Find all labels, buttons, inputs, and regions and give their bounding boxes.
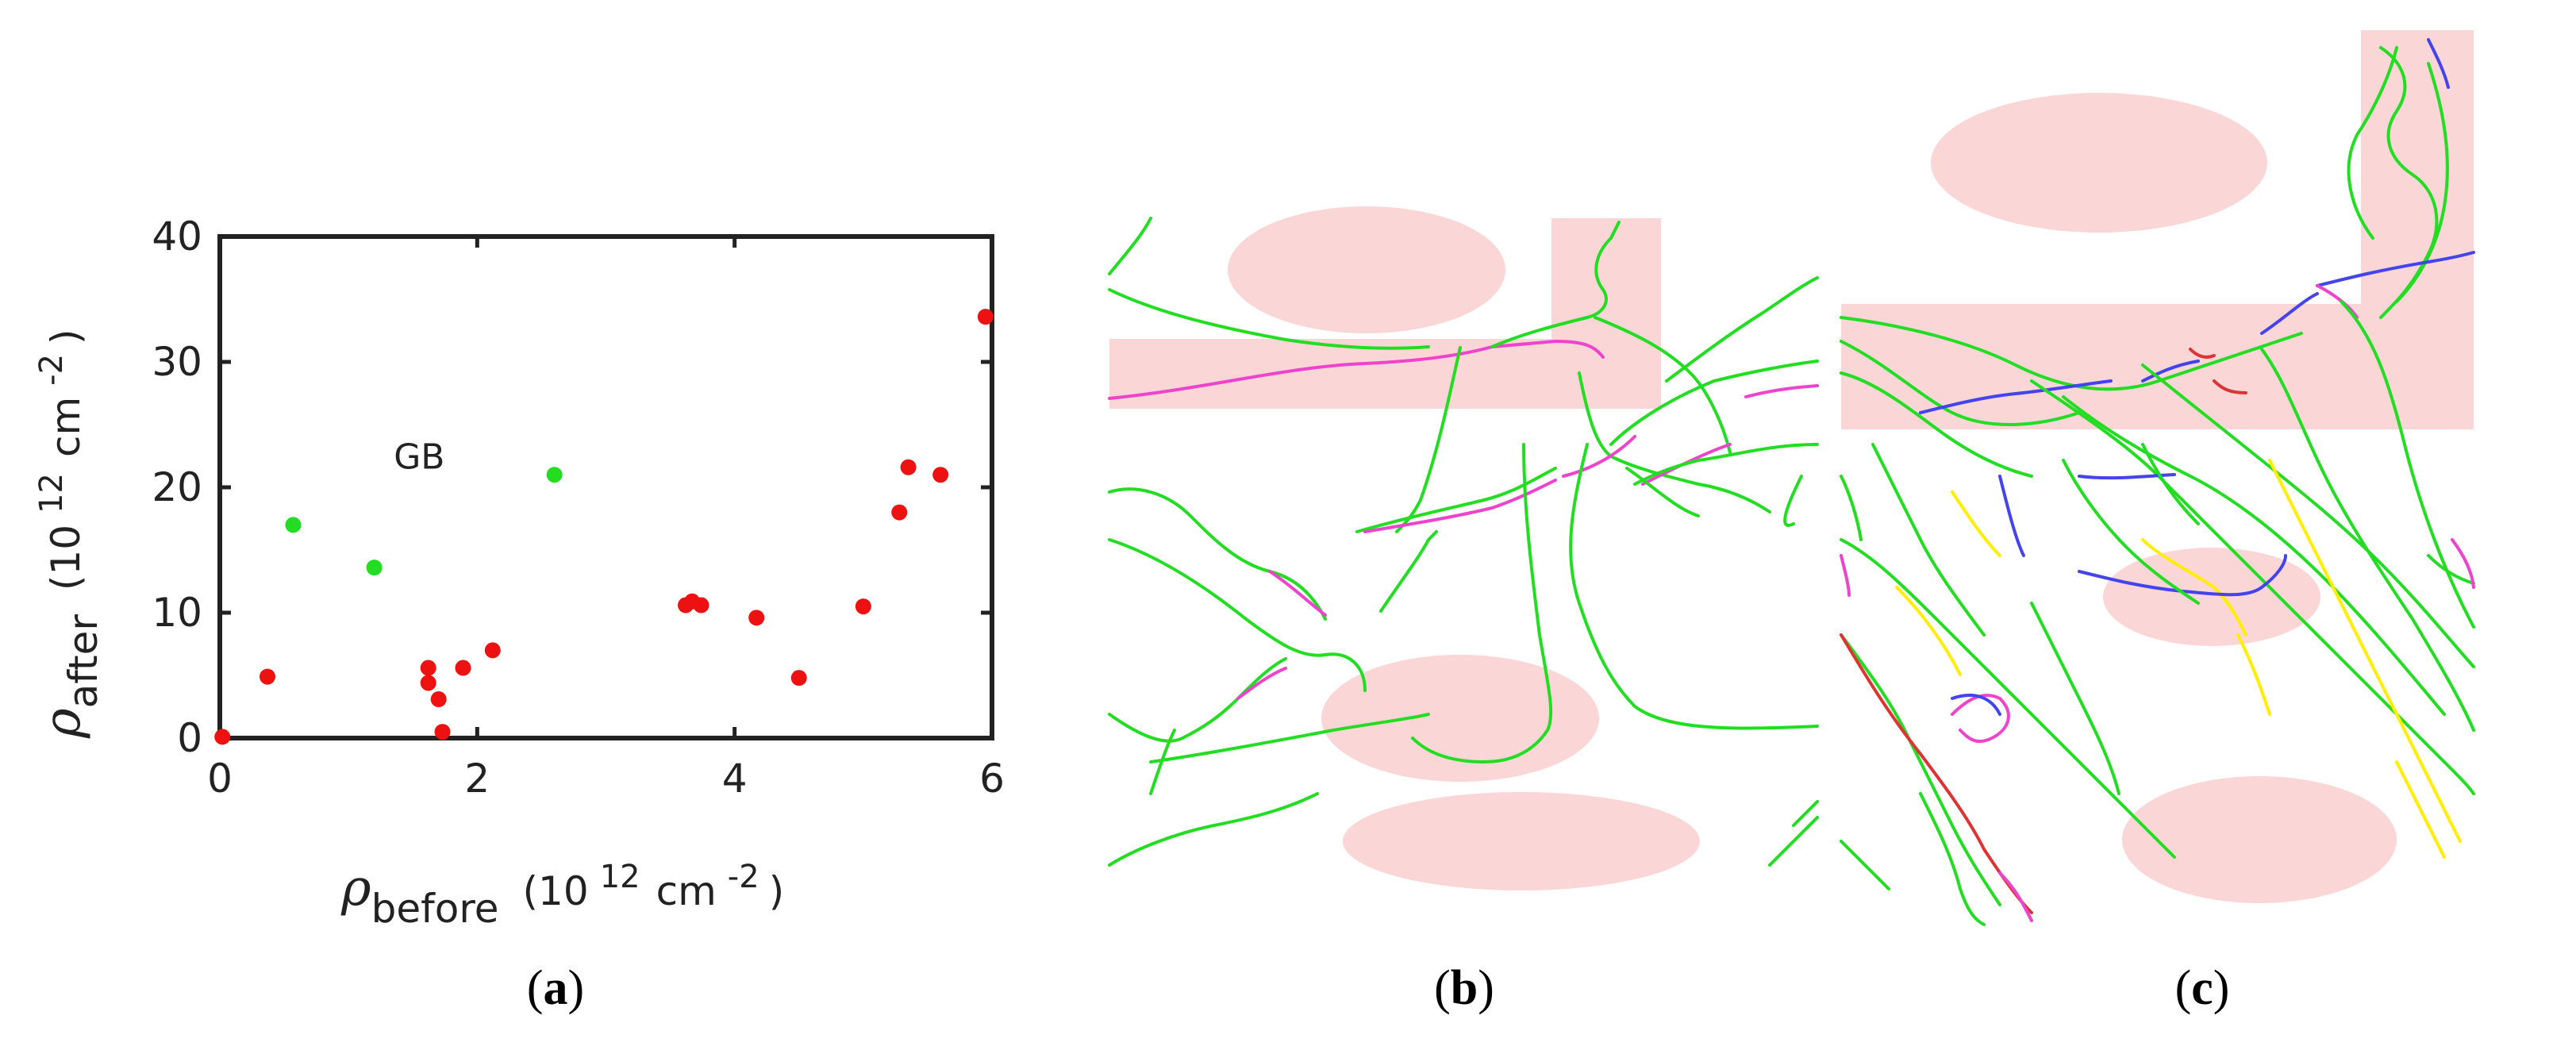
- scatter-point-series-2: [484, 642, 501, 659]
- scatter-point-series-2: [430, 691, 447, 708]
- y-tick-label: 0: [177, 715, 202, 761]
- y-tick-label: 10: [152, 590, 202, 636]
- panel-c-simulation: (c): [1840, 30, 2475, 1015]
- y-label-close: ): [43, 329, 89, 344]
- scatter-point-series-2: [260, 668, 276, 685]
- y-label-subscript: after: [60, 614, 106, 709]
- scatter-point-series-1: [366, 560, 383, 576]
- scatter-point-series-2: [434, 724, 451, 740]
- caption-c: (c): [2175, 961, 2230, 1015]
- dislocation-lines-c: [1840, 38, 2475, 926]
- obstacle-bar: [1551, 218, 1661, 409]
- obstacle-ellipse: [1343, 792, 1700, 890]
- y-label-unit-mid: cm: [43, 397, 89, 457]
- scatter-point-series-2: [891, 504, 908, 521]
- y-tick-label: 40: [152, 213, 202, 260]
- panel-b-simulation: (b): [1108, 206, 1819, 1015]
- obstacle-ellipse: [1931, 93, 2267, 233]
- caption-a-letter: a: [544, 961, 568, 1015]
- obstacle-bar: [2361, 30, 2474, 429]
- scatter-point-series-2: [693, 597, 709, 613]
- scatter-point-series-1: [546, 467, 563, 483]
- data-points: [214, 309, 994, 745]
- scatter-point-series-2: [855, 598, 871, 615]
- scatter-point-series-2: [790, 670, 807, 687]
- tick-marks: [217, 234, 994, 740]
- scatter-point-series-1: [285, 517, 302, 533]
- scatter-point-series-2: [748, 610, 765, 626]
- x-label-close: ): [769, 868, 785, 914]
- scatter-point-series-2: [455, 660, 471, 676]
- x-tick-label: 0: [207, 756, 233, 802]
- x-tick-label: 2: [464, 756, 490, 802]
- dislocation-lines-b: [1108, 217, 1819, 867]
- x-tick-label: 4: [722, 756, 748, 802]
- scatter-point-series-2: [420, 675, 436, 691]
- x-label-exp2: -2: [728, 859, 759, 895]
- x-label-unit-mid: cm: [656, 868, 717, 914]
- scatter-point-series-2: [977, 309, 994, 325]
- gb-annotation: GB: [394, 437, 444, 477]
- x-tick-label: 6: [979, 756, 1005, 802]
- obstacle-ellipse: [2103, 548, 2320, 646]
- x-label-exp: 12: [600, 859, 640, 895]
- x-label-unit: (10: [523, 868, 589, 914]
- tick-labels: 0 2 4 6 0 10 20 30 40: [152, 213, 1005, 802]
- scatter-point-series-2: [932, 467, 949, 483]
- y-label-symbol: ρ: [33, 708, 92, 739]
- x-label-symbol: ρ: [340, 859, 371, 917]
- y-label-unit: (10: [43, 525, 89, 590]
- x-label-subscript: before: [371, 886, 499, 932]
- y-label-exp2: -2: [33, 354, 70, 386]
- obstacle-ellipse: [1228, 206, 1505, 333]
- obstacle-ellipse: [2122, 776, 2397, 903]
- y-tick-label: 30: [152, 339, 202, 385]
- scatter-point-series-2: [420, 660, 436, 676]
- y-label-exp: 12: [33, 473, 70, 513]
- caption-c-letter: c: [2191, 961, 2213, 1015]
- x-axis-label: ρbefore (10 12 cm -2): [340, 859, 784, 932]
- scatter-point-series-2: [214, 729, 231, 745]
- obstacles-b: [1109, 206, 1700, 890]
- plot-frame: [217, 234, 994, 740]
- caption-b: (b): [1434, 961, 1494, 1015]
- y-tick-label: 20: [152, 464, 202, 510]
- caption-a: (a): [527, 961, 584, 1015]
- y-axis-label: ρafter (10 12 cm -2): [33, 329, 106, 739]
- scatter-point-series-2: [900, 459, 917, 475]
- caption-b-letter: b: [1451, 961, 1478, 1015]
